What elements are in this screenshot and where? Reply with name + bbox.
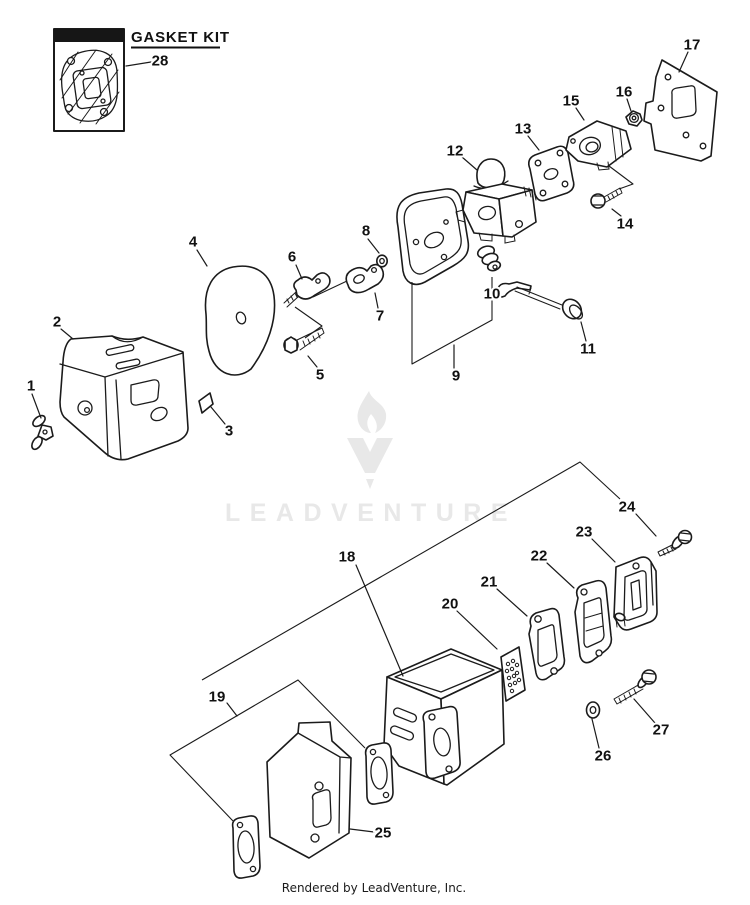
part-label-22: 22 xyxy=(531,548,548,565)
leader-line-3 xyxy=(210,406,226,425)
screw-5-pointer xyxy=(294,306,323,339)
exhaust-gasket-bracket xyxy=(169,679,366,822)
part-22-gasket xyxy=(574,579,613,664)
leader-line-12 xyxy=(461,156,478,171)
part-label-16: 16 xyxy=(616,84,633,101)
leader-line-8 xyxy=(367,238,380,254)
part-label-20: 20 xyxy=(442,596,459,613)
leader-line-4 xyxy=(196,249,208,267)
leader-line-15 xyxy=(575,107,585,121)
part-1-wing-nut xyxy=(31,414,54,451)
part-19-exhaust-gasket-left xyxy=(231,815,261,879)
part-label-15: 15 xyxy=(563,93,580,110)
part-label-4: 4 xyxy=(189,234,198,251)
leader-line-26 xyxy=(591,718,600,749)
leader-line-17 xyxy=(678,51,689,73)
part-3-gasket xyxy=(198,392,214,414)
part-11-choke-rod xyxy=(496,281,584,320)
part-label-23: 23 xyxy=(576,524,593,541)
screw-14-pointer xyxy=(608,165,634,190)
part-2-air-cleaner-cover xyxy=(59,335,189,461)
part-9-air-cleaner-case xyxy=(396,188,470,286)
part-label-26: 26 xyxy=(595,748,612,765)
part-17-insulator-gasket xyxy=(643,59,718,162)
flame-icon xyxy=(357,391,387,433)
part-24-bolt xyxy=(657,529,693,557)
muffler-body xyxy=(383,648,505,786)
leader-line-14 xyxy=(611,208,622,217)
part-8-washer xyxy=(375,254,388,268)
part-4-air-filter xyxy=(204,265,276,376)
part-label-18: 18 xyxy=(339,549,356,566)
part-label-3: 3 xyxy=(225,423,233,440)
part-10-grommet xyxy=(476,245,502,272)
part-label-7: 7 xyxy=(376,308,384,325)
leader-line-7 xyxy=(374,292,379,309)
gasket-kit-box xyxy=(53,28,125,132)
part-23-muffler-cover-plate xyxy=(613,556,658,631)
part-12-carburetor xyxy=(455,158,537,244)
leader-line-5 xyxy=(307,355,318,368)
choke-shaft-line xyxy=(312,280,348,298)
leader-line-16 xyxy=(626,98,632,112)
part-27-bolt xyxy=(613,669,657,705)
part-label-8: 8 xyxy=(362,223,370,240)
part-label-12: 12 xyxy=(447,143,464,160)
leader-line-27 xyxy=(633,698,656,724)
air-cleaner-case-bracket xyxy=(411,277,493,365)
leader-line-18 xyxy=(355,564,404,677)
muffler-assembly-bracket xyxy=(201,461,621,681)
part-label-17: 17 xyxy=(684,37,701,54)
part-label-9: 9 xyxy=(452,368,460,385)
part-13-carburetor-gasket xyxy=(528,145,575,202)
part-label-1: 1 xyxy=(27,378,35,395)
part-label-14: 14 xyxy=(617,216,634,233)
part-label-25: 25 xyxy=(375,825,392,842)
part-25-muffler-shield xyxy=(266,721,352,859)
part-6-choke-knob xyxy=(283,272,331,308)
part-26-washer xyxy=(585,701,601,719)
leader-line-20 xyxy=(456,610,498,650)
watermark-logo: LEADVENTURE xyxy=(225,391,517,527)
part-label-10: 10 xyxy=(484,286,501,303)
leader-line-11 xyxy=(580,321,587,342)
part-label-19: 19 xyxy=(209,689,226,706)
gasket-kit-header-bar xyxy=(54,29,124,42)
leader-line-22 xyxy=(546,562,575,589)
leader-line-25 xyxy=(349,828,375,833)
part-5-screw xyxy=(283,327,325,354)
leader-line-1 xyxy=(31,393,42,419)
part-15-insulator xyxy=(565,120,632,171)
part-label-2: 2 xyxy=(53,314,61,331)
part-19-exhaust-gasket-right xyxy=(364,742,394,805)
leader-line-28 xyxy=(125,61,152,67)
part-21-gasket xyxy=(528,607,566,681)
part-label-27: 27 xyxy=(653,722,670,739)
leader-line-19 xyxy=(226,702,238,717)
gasket-kit-title-group: GASKET KIT xyxy=(131,29,230,49)
leader-line-6 xyxy=(295,264,303,280)
watermark-text: LEADVENTURE xyxy=(225,499,517,527)
part-label-28: 28 xyxy=(152,53,169,70)
part-16-nut xyxy=(625,110,643,127)
part-label-11: 11 xyxy=(580,341,596,358)
leader-line-13 xyxy=(527,135,540,151)
footer-credit: Rendered by LeadVenture, Inc. xyxy=(282,881,466,895)
part-label-21: 21 xyxy=(481,574,498,591)
part-7-choke-plate xyxy=(345,263,385,294)
part-label-24: 24 xyxy=(619,499,636,516)
leader-line-23 xyxy=(591,538,616,563)
part-label-13: 13 xyxy=(515,121,532,138)
part-label-6: 6 xyxy=(288,249,296,266)
leader-line-21 xyxy=(496,588,528,617)
part-14-screw xyxy=(590,187,623,209)
leader-line-2 xyxy=(60,328,74,340)
callout-layer: 1234567891011121314151617181920212223242… xyxy=(25,35,703,844)
v-logo-icon xyxy=(347,438,393,489)
part-label-5: 5 xyxy=(316,367,324,384)
part-20-spark-arrester-screen xyxy=(500,646,526,702)
leader-line-24 xyxy=(635,513,657,537)
gasket-kit-title: GASKET KIT xyxy=(131,29,230,46)
